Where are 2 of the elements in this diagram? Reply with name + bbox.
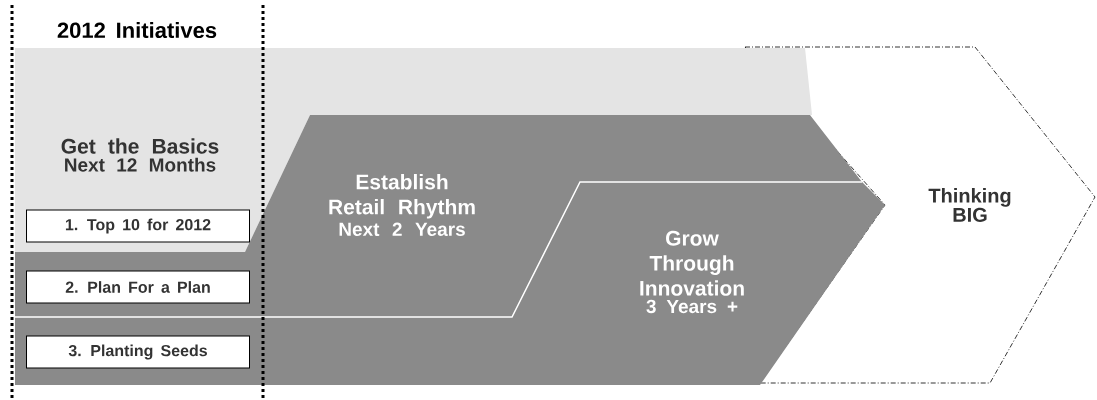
node-label: Next 2 Years [339, 222, 465, 237]
phase-hexagon: Thinking BIG [744, 46, 1096, 384]
